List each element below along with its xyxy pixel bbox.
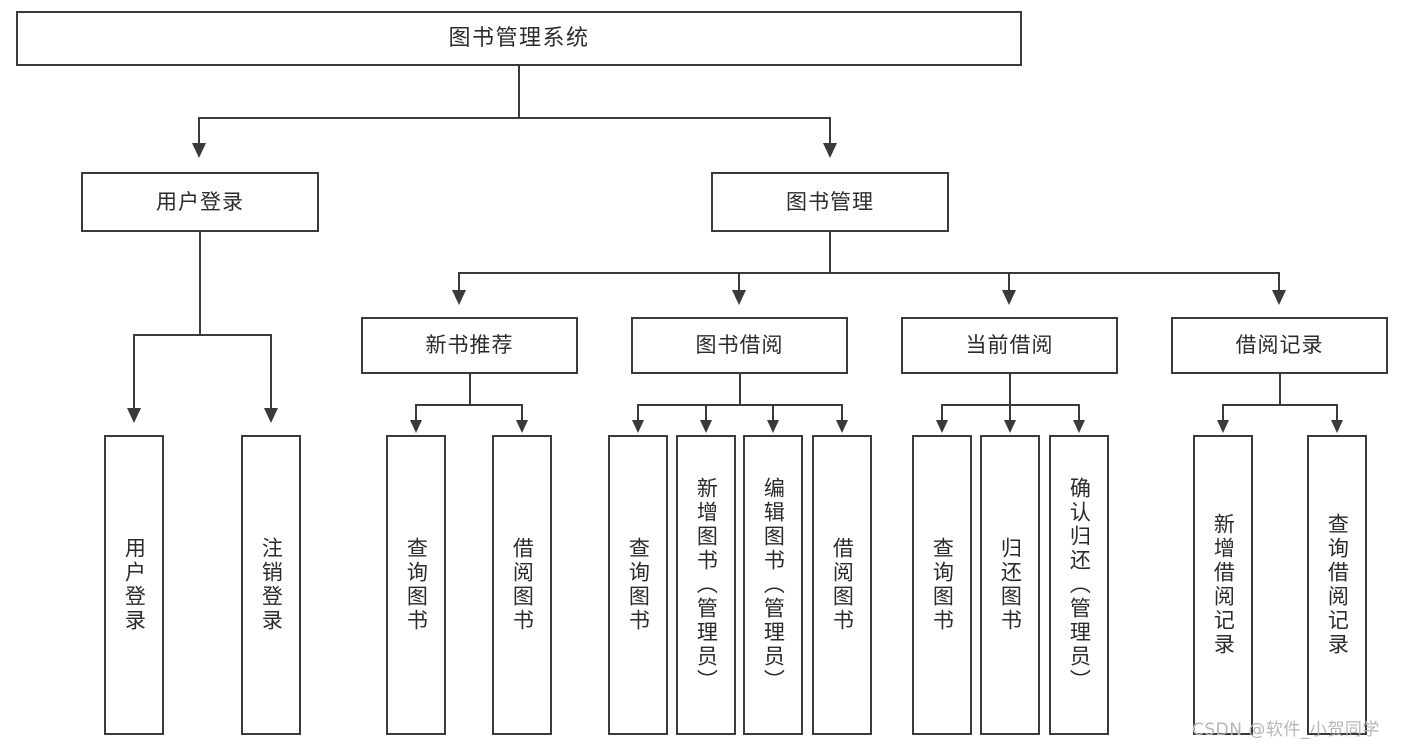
arrow-bb-to-leaf-3 (767, 420, 779, 433)
arrow-cb-to-leaf-3 (1073, 420, 1085, 433)
arrow-cb-to-leaf-2 (1004, 420, 1016, 433)
edge-book-manage-to-l3-3 (1008, 272, 1010, 292)
arrow-br-to-leaf-1 (1217, 420, 1229, 433)
edge-book-manage-stem (829, 232, 831, 274)
leaf-user-login[interactable]: 用户登录 (104, 435, 164, 735)
arrow-user-login-to-leaf-2 (264, 408, 278, 423)
leaf-borrow-book-2[interactable]: 借阅图书 (812, 435, 872, 735)
edge-borrow-record-stem (1279, 374, 1281, 406)
node-current-borrow-label: 当前借阅 (965, 333, 1054, 358)
arrow-root-to-book-manage (823, 143, 837, 158)
leaf-query-book-1-label: 查询图书 (404, 537, 429, 633)
leaf-query-book-1[interactable]: 查询图书 (386, 435, 446, 735)
edge-book-manage-to-l3-4 (1278, 272, 1280, 292)
edge-book-manage-to-l3-2 (738, 272, 740, 292)
arrow-root-to-user-login (192, 143, 206, 158)
edge-nbr-to-leaf-1 (415, 404, 417, 422)
node-new-book-recommend-label: 新书推荐 (425, 333, 514, 358)
leaf-logout-login[interactable]: 注销登录 (241, 435, 301, 735)
leaf-add-book-label: 新增图书（管理员） (694, 477, 719, 693)
arrow-nbr-to-leaf-2 (516, 420, 528, 433)
leaf-query-record[interactable]: 查询借阅记录 (1307, 435, 1367, 735)
node-book-borrow-label: 图书借阅 (695, 333, 784, 358)
leaf-query-book-2[interactable]: 查询图书 (608, 435, 668, 735)
arrow-bb-to-leaf-4 (836, 420, 848, 433)
edge-nbr-to-leaf-2 (521, 404, 523, 422)
edge-root-stem (518, 66, 520, 118)
leaf-add-book[interactable]: 新增图书（管理员） (676, 435, 736, 735)
edge-bb-to-leaf-2 (705, 404, 707, 422)
arrow-br-to-leaf-2 (1331, 420, 1343, 433)
edge-book-manage-to-l3-1 (458, 272, 460, 292)
edge-user-login-to-leaf-1 (133, 334, 135, 410)
edge-br-to-leaf-1 (1222, 404, 1224, 422)
edge-user-login-bar (133, 334, 272, 336)
leaf-logout-login-label: 注销登录 (259, 537, 284, 633)
leaf-borrow-book-1[interactable]: 借阅图书 (492, 435, 552, 735)
node-borrow-record[interactable]: 借阅记录 (1171, 317, 1388, 374)
node-book-manage-label: 图书管理 (786, 189, 874, 214)
leaf-add-record[interactable]: 新增借阅记录 (1193, 435, 1253, 735)
node-user-login[interactable]: 用户登录 (81, 172, 319, 232)
leaf-add-record-label: 新增借阅记录 (1211, 513, 1236, 657)
edge-user-login-to-leaf-2 (270, 334, 272, 410)
edge-cb-to-leaf-3 (1078, 404, 1080, 422)
arrow-book-manage-to-l3-3 (1002, 290, 1016, 305)
leaf-query-book-3[interactable]: 查询图书 (912, 435, 972, 735)
node-new-book-recommend[interactable]: 新书推荐 (361, 317, 578, 374)
edge-root-bar (198, 117, 831, 119)
edge-user-login-stem (199, 232, 201, 336)
edge-br-to-leaf-2 (1336, 404, 1338, 422)
edge-book-manage-bar (458, 272, 1280, 274)
edge-bb-to-leaf-4 (841, 404, 843, 422)
edge-cb-to-leaf-1 (941, 404, 943, 422)
arrow-book-manage-to-l3-2 (732, 290, 746, 305)
node-borrow-record-label: 借阅记录 (1235, 333, 1324, 358)
node-user-login-label: 用户登录 (156, 189, 244, 214)
edge-current-borrow-stem (1009, 374, 1011, 406)
arrow-bb-to-leaf-2 (700, 420, 712, 433)
leaf-confirm-return-label: 确认归还（管理员） (1067, 477, 1092, 693)
edge-borrow-record-bar (1222, 404, 1338, 406)
node-root-system-label: 图书管理系统 (448, 25, 590, 51)
csdn-watermark: CSDN @软件_小贺同学 (1192, 720, 1380, 740)
node-current-borrow[interactable]: 当前借阅 (901, 317, 1118, 374)
edge-new-book-recommend-bar (415, 404, 523, 406)
leaf-return-book-label: 归还图书 (998, 537, 1023, 633)
leaf-user-login-label: 用户登录 (122, 537, 147, 633)
leaf-return-book[interactable]: 归还图书 (980, 435, 1040, 735)
arrow-cb-to-leaf-1 (936, 420, 948, 433)
edge-cb-to-leaf-2 (1009, 404, 1011, 422)
leaf-query-book-3-label: 查询图书 (930, 537, 955, 633)
edge-root-to-book-manage (829, 117, 831, 145)
edge-book-borrow-stem (739, 374, 741, 406)
leaf-borrow-book-2-label: 借阅图书 (830, 537, 855, 633)
arrow-nbr-to-leaf-1 (410, 420, 422, 433)
arrow-book-manage-to-l3-4 (1272, 290, 1286, 305)
edge-book-borrow-bar (637, 404, 843, 406)
edge-bb-to-leaf-1 (637, 404, 639, 422)
arrow-bb-to-leaf-1 (632, 420, 644, 433)
node-book-manage[interactable]: 图书管理 (711, 172, 949, 232)
leaf-query-book-2-label: 查询图书 (626, 537, 651, 633)
arrow-user-login-to-leaf-1 (127, 408, 141, 423)
edge-bb-to-leaf-3 (772, 404, 774, 422)
edge-root-to-user-login (198, 117, 200, 145)
leaf-edit-book-label: 编辑图书（管理员） (761, 477, 786, 693)
leaf-borrow-book-1-label: 借阅图书 (510, 537, 535, 633)
node-root-system[interactable]: 图书管理系统 (16, 11, 1022, 66)
arrow-book-manage-to-l3-1 (452, 290, 466, 305)
leaf-query-record-label: 查询借阅记录 (1325, 513, 1350, 657)
leaf-confirm-return[interactable]: 确认归还（管理员） (1049, 435, 1109, 735)
edge-new-book-recommend-stem (469, 374, 471, 406)
leaf-edit-book[interactable]: 编辑图书（管理员） (743, 435, 803, 735)
node-book-borrow[interactable]: 图书借阅 (631, 317, 848, 374)
